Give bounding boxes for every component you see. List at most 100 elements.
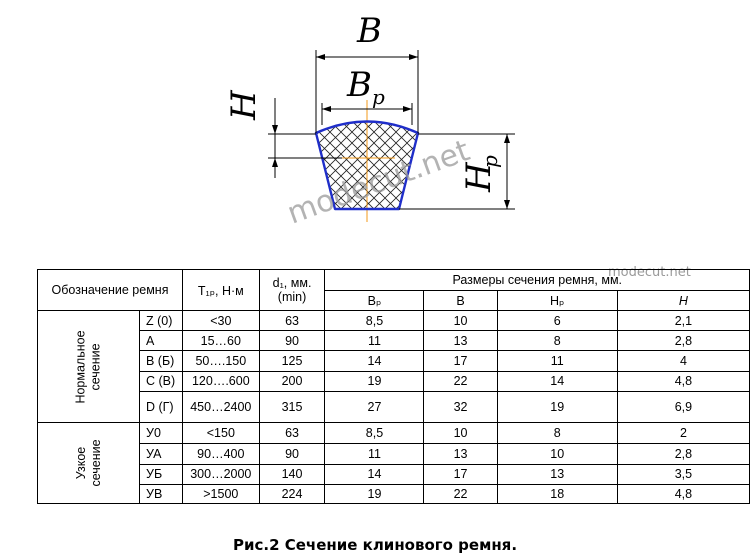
cell-torque: 50….150: [182, 350, 260, 372]
cell-d1: 90: [258, 330, 326, 352]
cell-d1: 90: [258, 443, 326, 465]
cell-torque: 15…60: [182, 330, 260, 352]
cell-h: 4,8: [616, 483, 750, 505]
cell-d1: 125: [258, 350, 326, 372]
cell-b: 13: [423, 443, 498, 465]
cell-hp: 19: [496, 390, 618, 424]
cell-hp: 8: [496, 421, 618, 445]
cell-b: 22: [423, 483, 498, 505]
cell-bp: 14: [324, 463, 425, 485]
label-b: B: [356, 11, 382, 51]
subhead-hp: Hₚ: [496, 290, 618, 311]
cell-bp: 19: [324, 370, 425, 392]
dimension-hp: [399, 133, 515, 210]
head-d1-line1: d₁, мм.: [272, 276, 312, 290]
cell-h: 6,9: [616, 390, 750, 424]
cell-code: У0: [138, 421, 184, 445]
cell-bp: 11: [324, 330, 425, 352]
header-row-1: Обозначение ремня T₁ₚ, Н·м d₁, мм. (min)…: [36, 269, 750, 311]
head-d1-line2: (min): [277, 290, 307, 304]
cell-torque: 300…2000: [182, 463, 260, 485]
cell-code: УБ: [138, 463, 184, 485]
cell-d1: 140: [258, 463, 326, 485]
cell-code: B (Б): [138, 350, 184, 372]
cell-code: УВ: [138, 483, 184, 505]
cell-d1: 224: [258, 483, 326, 505]
cell-torque: <30: [182, 309, 260, 332]
subhead-bp: Bₚ: [324, 290, 425, 311]
cell-code: D (Г): [138, 390, 184, 424]
cell-torque: >1500: [182, 483, 260, 505]
cell-d1: 63: [258, 309, 326, 332]
cell-b: 10: [423, 309, 498, 332]
belt-spec-table: Обозначение ремня T₁ₚ, Н·м d₁, мм. (min)…: [36, 269, 750, 505]
cell-hp: 18: [496, 483, 618, 505]
cell-h: 2: [616, 421, 750, 445]
label-hp-subscript: p: [478, 155, 502, 168]
cell-h: 2,1: [616, 309, 750, 332]
cell-torque: 120….600: [182, 370, 260, 392]
label-bp: B: [346, 65, 372, 105]
cell-code: C (В): [138, 370, 184, 392]
cell-b: 22: [423, 370, 498, 392]
label-hp: H: [459, 161, 499, 193]
cell-torque: 450…2400: [182, 390, 260, 424]
cell-h: 2,8: [616, 330, 750, 352]
belt-section-diagram: B B p H H p modecut.net: [224, 11, 515, 232]
dimension-h: [268, 98, 342, 178]
cell-hp: 14: [496, 370, 618, 392]
cell-code: Z (0): [138, 309, 184, 332]
cell-torque: 90…400: [182, 443, 260, 465]
cell-h: 3,5: [616, 463, 750, 485]
cell-h: 2,8: [616, 443, 750, 465]
cell-torque: <150: [182, 421, 260, 445]
cell-h: 4,8: [616, 370, 750, 392]
group-label: Нормальное сечение: [73, 329, 103, 404]
figure-caption: Рис.2 Сечение клинового ремня.: [232, 536, 518, 554]
cell-b: 17: [423, 350, 498, 372]
cell-d1: 63: [258, 421, 326, 445]
group-label-cell: Нормальное сечение: [37, 310, 140, 423]
cell-bp: 19: [324, 483, 425, 505]
cell-code: A: [138, 330, 184, 352]
cell-hp: 6: [496, 309, 618, 332]
subhead-h: H: [616, 290, 750, 311]
cell-bp: 11: [324, 443, 425, 465]
head-designation: Обозначение ремня: [36, 269, 184, 311]
cell-bp: 14: [324, 350, 425, 372]
cell-bp: 27: [324, 390, 425, 424]
cell-b: 32: [423, 390, 498, 424]
head-torque: T₁ₚ, Н·м: [182, 269, 260, 311]
cell-b: 17: [423, 463, 498, 485]
subhead-b: B: [423, 290, 498, 311]
cell-hp: 13: [496, 463, 618, 485]
cell-hp: 11: [496, 350, 618, 372]
head-d1: d₁, мм. (min): [258, 269, 326, 311]
dimension-b: [315, 50, 419, 133]
cell-bp: 8,5: [324, 421, 425, 445]
group-label-cell: Узкое сечение: [37, 422, 140, 504]
belt-outline: [314, 120, 420, 211]
head-dims: Размеры сечения ремня, мм.: [324, 269, 750, 291]
cell-d1: 315: [258, 390, 326, 424]
cell-hp: 10: [496, 443, 618, 465]
cell-code: УА: [138, 443, 184, 465]
cell-h: 4: [616, 350, 750, 372]
cell-b: 10: [423, 421, 498, 445]
cell-bp: 8,5: [324, 309, 425, 332]
label-bp-subscript: p: [372, 85, 385, 109]
label-h: H: [224, 89, 264, 121]
dimension-bp: [321, 103, 413, 125]
group-label: Узкое сечение: [73, 439, 103, 487]
cell-d1: 200: [258, 370, 326, 392]
